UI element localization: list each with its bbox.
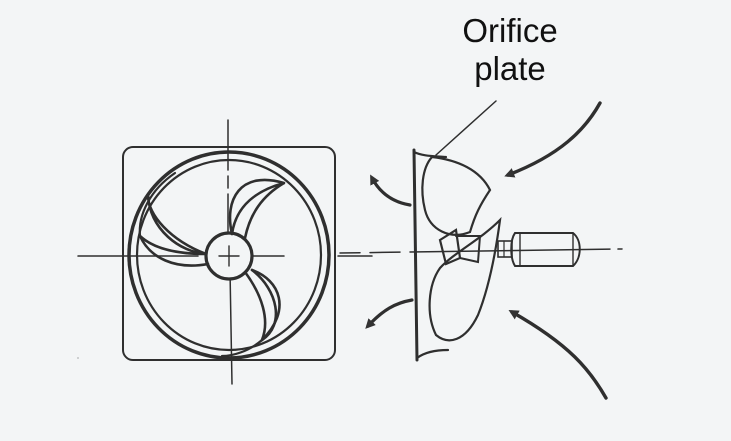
motor: [510, 232, 581, 267]
leader-line: [435, 100, 497, 156]
orifice-plate: [412, 148, 419, 362]
label-line-2: plate: [474, 50, 546, 87]
inflow-arrow-bottom: [508, 310, 608, 400]
label-line-1: Orifice: [462, 12, 558, 49]
side-view: [339, 100, 623, 400]
inflow-arrow-top: [504, 101, 602, 178]
housing-frame: [122, 146, 336, 361]
orifice-plate-label: Orifice plate: [440, 12, 580, 88]
outflow-arrow-top: [370, 174, 412, 207]
outflow-arrow-bottom: [365, 298, 414, 329]
front-view: [77, 119, 373, 385]
